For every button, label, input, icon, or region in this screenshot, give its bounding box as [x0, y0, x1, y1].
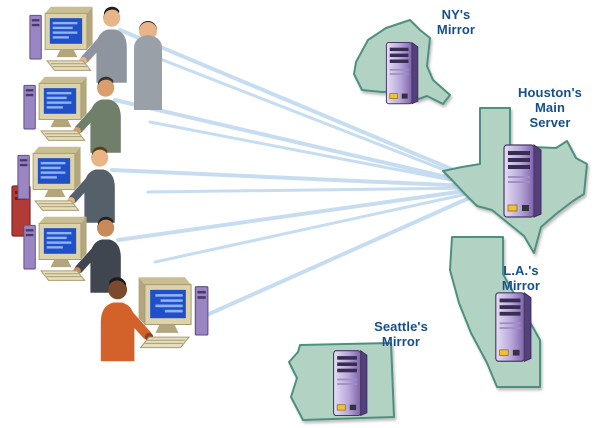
houston-main-server-label: Houston's Main Server: [518, 85, 582, 130]
connection-line: [198, 192, 480, 320]
connection-line: [153, 190, 478, 264]
la-mirror-label: L.A.'s Mirror: [501, 263, 541, 293]
connection-line: [146, 186, 476, 194]
user-workstation-icon: [24, 217, 121, 293]
ny-mirror-server-icon: [385, 42, 419, 105]
standing-user-icon: [134, 21, 162, 110]
connection-lines: [110, 28, 480, 320]
connection-line: [148, 53, 472, 182]
user-workstation-icon: [30, 7, 127, 83]
connection-line: [116, 188, 474, 242]
user-workstation-icon: [24, 77, 121, 153]
connection-line: [118, 28, 470, 178]
user-workstation-icon: [101, 277, 208, 361]
user-workstation-icon: [18, 147, 115, 223]
connection-line: [113, 98, 470, 184]
connection-line: [148, 120, 474, 186]
la-mirror-server-icon: [495, 292, 532, 362]
ny-mirror-label: NY's Mirror: [436, 7, 476, 37]
user-workstation-cluster: [11, 7, 208, 362]
houston-main-server-icon: [503, 144, 542, 218]
seattle-mirror-label: Seattle's Mirror: [374, 319, 428, 349]
connection-line: [110, 168, 472, 188]
seattle-mirror-server-icon: [333, 350, 368, 417]
